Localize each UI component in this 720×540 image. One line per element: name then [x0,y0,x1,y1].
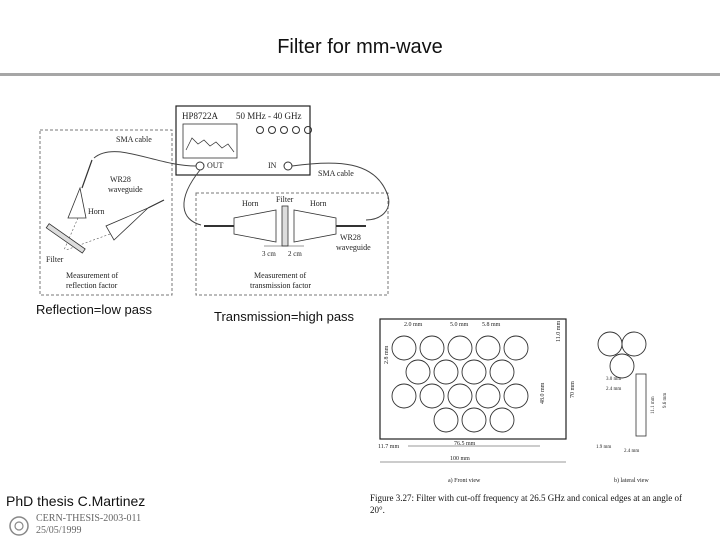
analyzer-model: HP8722A [182,111,219,121]
reflection-beam-1 [63,217,79,251]
filter-hole [475,383,501,409]
analyzer-knob [292,126,300,134]
horn-tx-right-shape [293,209,337,243]
side-dim-1: 3.0 mm [606,377,621,382]
analyzer-trace [185,137,235,153]
filter-plate-front [379,318,567,440]
reflection-label-line-2: reflection factor [66,281,118,290]
horn-left-shape [67,186,87,219]
footer-citation: PhD thesis C.Martinez [6,493,146,509]
filter-hole [461,359,487,385]
cern-logo-icon [9,516,29,536]
horn-tx-left-shape [233,209,277,243]
analyzer-knob [304,126,312,134]
filter-hole [447,383,473,409]
sma-cable-right [291,162,390,221]
horn-left-label: Horn [88,207,104,216]
figure-caption: Figure 3.27: Filter with cut-off frequen… [370,493,682,515]
waveguide-right-label-2: waveguide [336,243,371,252]
transmission-setup-box [195,192,389,296]
filter-hole [475,335,501,361]
dim-left: 2.8 mm [384,345,390,364]
filter-hole [503,383,529,409]
filter-hole [391,335,417,361]
filter-hole [405,359,431,385]
sma-cable-right-label: SMA cable [318,169,354,178]
port-in-label: IN [268,161,277,170]
cern-thesis-logo: CERN-THESIS-2003-011 25/05/1999 [6,512,166,540]
side-hole [621,331,647,357]
dim-top-3: 5.8 mm [482,322,501,328]
waveguide-left [81,159,93,189]
filter-hole [447,335,473,361]
filter-tx-plate [281,205,289,247]
side-profile [635,373,647,437]
network-analyzer [175,105,311,176]
filter-hole [461,407,487,433]
filter-hole [433,407,459,433]
filter-hole [419,335,445,361]
horn-tx-right-label: Horn [310,199,326,208]
side-dim-5: 1.9 mm [596,445,611,450]
filter-hole [489,359,515,385]
filter-hole [433,359,459,385]
title-divider [0,73,720,76]
filter-tx-label: Filter [276,195,294,204]
filter-plate-left [45,223,86,254]
hole-pattern [391,335,529,433]
analyzer-knob [268,126,276,134]
sma-cable-left [93,151,197,167]
port-in-connector [283,161,293,171]
label-front-view: a) Front view [448,477,481,484]
filter-technical-drawing: 2.0 mm 5.0 mm 5.8 mm 11.0 mm 2.8 mm 48.0… [378,318,668,484]
transmission-label-line-1: Measurement of [254,271,307,280]
analyzer-screen [182,123,238,159]
sma-cable-tx [183,169,202,226]
logo-text-1: CERN-THESIS-2003-011 [36,513,142,524]
label-side-view: b) lateral view [614,477,649,484]
side-hole [597,331,623,357]
dim-inner-width: 76.5 mm [454,441,476,447]
filter-left-label: Filter [46,255,64,264]
side-dim-6: 2.4 mm [624,449,639,454]
filter-hole [489,407,515,433]
side-dim-2: 2.4 mm [606,387,621,392]
distance-1-label: 3 cm [262,250,276,258]
sma-cable-left-label: SMA cable [116,135,152,144]
dim-right-1: 11.0 mm [556,321,562,342]
reflection-label-line-1: Measurement of [66,271,119,280]
side-dim-4: 9.6 mm [663,393,668,408]
dim-top-2: 5.0 mm [450,322,469,328]
dim-bottom-left: 11.7 mm [378,444,399,450]
port-out-label: OUT [207,161,224,170]
analyzer-knob [280,126,288,134]
logo-text-2: 25/05/1999 [36,525,82,536]
horn-tx-left-label: Horn [242,199,258,208]
transmission-label-line-2: transmission factor [250,281,311,290]
waveguide-right-label-1: WR28 [340,233,361,242]
slide-title: Filter for mm-wave [277,36,443,58]
dim-height-1: 48.0 mm [540,382,546,404]
filter-hole [391,383,417,409]
caption-reflection: Reflection=low pass [36,302,152,317]
side-hole [609,353,635,379]
dim-top-1: 2.0 mm [404,322,423,328]
waveguide-left-label-1: WR28 [110,175,131,184]
dim-outer-width: 100 mm [450,456,470,462]
analyzer-knob [256,126,264,134]
filter-hole [419,383,445,409]
caption-transmission: Transmission=high pass [214,309,355,324]
reflection-setup-box [39,129,173,296]
waveguide-left-2 [147,199,165,209]
analyzer-range: 50 MHz - 40 GHz [236,111,302,121]
measurement-setup-diagram: HP8722A 50 MHz - 40 GHz OUT IN SMA cable… [39,105,390,296]
distance-2-label: 2 cm [288,250,302,258]
horn-left-2-shape [105,207,149,241]
dim-height-2: 70 mm [570,381,576,398]
waveguide-left-label-2: waveguide [108,185,143,194]
side-dim-3: 11.1 mm [651,396,656,414]
filter-hole [503,335,529,361]
